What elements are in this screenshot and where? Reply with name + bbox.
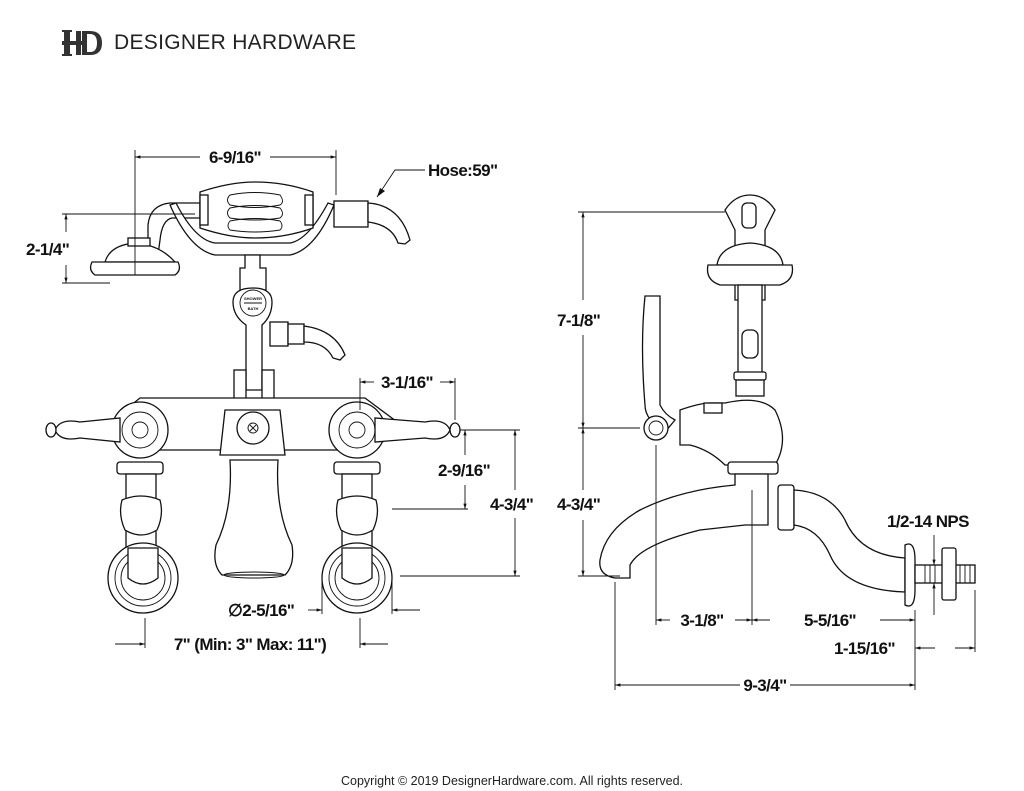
dim-center-to-flange: 5-5/16" bbox=[804, 611, 856, 630]
brand-name: DESIGNER HARDWARE bbox=[114, 31, 357, 54]
handshower bbox=[89, 181, 411, 291]
dim-handle-to-spout: 4-3/4" bbox=[557, 495, 600, 514]
diverter: SHOWER BATH bbox=[232, 287, 346, 401]
dh-monogram-logo bbox=[62, 28, 106, 58]
brand-header: DESIGNER HARDWARE bbox=[62, 28, 356, 58]
diverter-label-bath: BATH bbox=[248, 306, 259, 311]
dim-shank-length: 1-15/16" bbox=[834, 639, 895, 658]
front-view: SHOWER BATH bbox=[26, 148, 534, 654]
dim-handshower-height: 2-1/4" bbox=[26, 240, 69, 259]
dim-flange-diameter: ∅2-5/16" bbox=[228, 601, 294, 620]
dim-handle-to-bracket: 2-9/16" bbox=[438, 461, 490, 480]
front-dimensions: 6-9/16" Hose:59" 2-1/4" 3-1/16" 2-9/16" bbox=[26, 148, 534, 654]
legs bbox=[107, 461, 393, 614]
diverter-label-shower: SHOWER bbox=[244, 296, 262, 301]
dim-thread-spec: 1/2-14 NPS bbox=[887, 512, 969, 531]
dim-hose-length: Hose:59" bbox=[428, 161, 497, 180]
copyright-notice: Copyright © 2019 DesignerHardware.com. A… bbox=[341, 774, 683, 788]
dim-spout-to-center: 3-1/8" bbox=[680, 611, 723, 630]
side-view: 7-1/8" 4-3/4" 1/2-14 NPS 3-1/8" 5-5/16" bbox=[557, 194, 976, 695]
dim-center-spread: 7" (Min: 3" Max: 11") bbox=[174, 635, 326, 654]
dim-cradle-height: 7-1/8" bbox=[557, 311, 600, 330]
dim-handle-reach: 3-1/16" bbox=[381, 373, 433, 392]
side-dimensions: 7-1/8" 4-3/4" 1/2-14 NPS 3-1/8" 5-5/16" bbox=[557, 211, 976, 695]
faucet-body bbox=[45, 397, 461, 579]
dim-handle-to-flange-front: 4-3/4" bbox=[490, 495, 533, 514]
dim-overall-projection: 9-3/4" bbox=[743, 676, 786, 695]
dim-handshower-width: 6-9/16" bbox=[209, 148, 261, 167]
